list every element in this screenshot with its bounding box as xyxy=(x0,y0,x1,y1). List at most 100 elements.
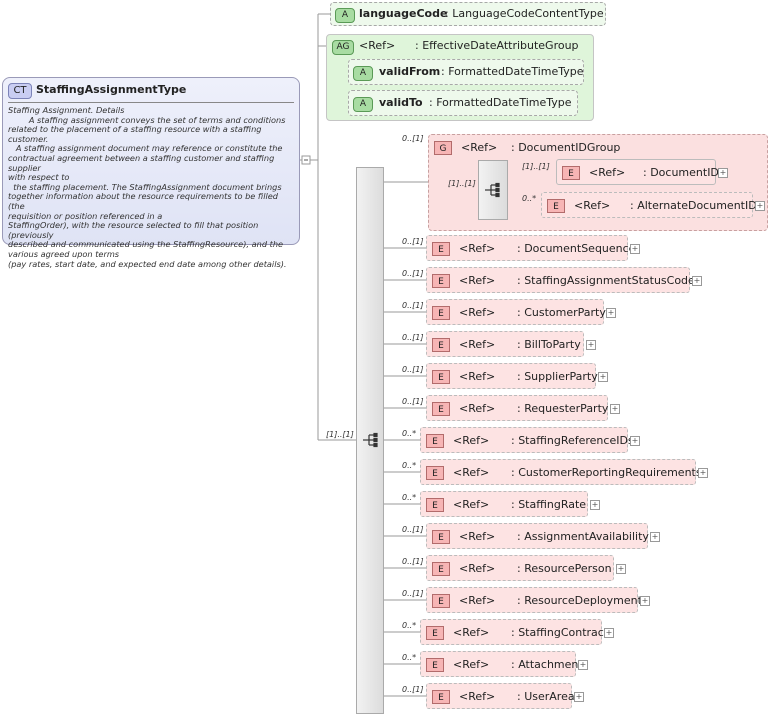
element-badge: E xyxy=(432,562,450,576)
plus-icon[interactable]: + xyxy=(616,564,626,574)
element-staffing-contract[interactable]: E<Ref>: StaffingContract xyxy=(420,619,608,645)
element-name: : StaffingRate xyxy=(511,498,587,511)
plus-icon[interactable]: + xyxy=(650,532,660,542)
sequence-compositor[interactable] xyxy=(356,167,384,714)
element-cardinality: 0..[1] xyxy=(402,397,424,406)
element-ref: <Ref> xyxy=(574,199,611,212)
plus-icon[interactable]: + xyxy=(590,500,600,510)
element-assignment-availability[interactable]: E <Ref> : AssignmentAvailability xyxy=(426,523,649,549)
plus-icon[interactable]: + xyxy=(604,628,614,638)
element-cardinality: 0..[1] xyxy=(402,269,424,278)
element-ref: <Ref> xyxy=(459,594,496,607)
element-staffing-reference-ids[interactable]: E<Ref>: StaffingReferenceIDs xyxy=(420,427,634,453)
element-cardinality: 0..[1] xyxy=(402,333,424,342)
plus-icon[interactable]: + xyxy=(640,596,650,606)
element-customer-party[interactable]: E<Ref>: CustomerParty xyxy=(426,299,606,325)
element-badge: E xyxy=(432,338,450,352)
element-cardinality: 0..[1] xyxy=(402,365,424,374)
element-badge: E xyxy=(432,306,450,320)
element-ref: <Ref> xyxy=(459,562,496,575)
attribute-valid-from[interactable]: A validFrom : FormattedDateTimeType xyxy=(348,59,584,85)
element-ref: <Ref> xyxy=(459,370,496,383)
plus-icon[interactable]: + xyxy=(578,660,588,670)
element-ref: <Ref> xyxy=(453,434,490,447)
plus-icon[interactable]: + xyxy=(630,244,640,254)
attribute-group-name: : EffectiveDateAttributeGroup xyxy=(415,39,579,52)
attribute-valid-to[interactable]: A validTo : FormattedDateTimeType xyxy=(348,90,578,116)
attribute-group-badge: AG xyxy=(332,40,354,55)
element-name: : CustomerReportingRequirements xyxy=(511,466,702,479)
attribute-name: validTo xyxy=(379,96,423,109)
element-requester-party[interactable]: E<Ref>: RequesterParty xyxy=(426,395,608,421)
element-resource-person[interactable]: E<Ref>: ResourcePerson xyxy=(426,555,614,581)
element-cardinality: 0..* xyxy=(402,621,417,630)
element-cardinality: 0..[1] xyxy=(402,685,424,694)
plus-icon[interactable]: + xyxy=(718,168,728,178)
element-cardinality: 0..[1] xyxy=(402,301,424,310)
element-name: : DocumentSequence xyxy=(517,242,636,255)
element-name: : StaffingAssignmentStatusCode xyxy=(517,274,695,287)
element-name: : BillToParty xyxy=(517,338,581,351)
plus-icon[interactable]: + xyxy=(574,692,584,702)
element-badge: E xyxy=(432,530,450,544)
element-ref: <Ref> xyxy=(459,274,496,287)
attribute-type: : FormattedDateTimeType xyxy=(441,65,584,78)
plus-icon[interactable]: + xyxy=(606,308,616,318)
element-ref: <Ref> xyxy=(453,498,490,511)
sequence-icon xyxy=(485,182,500,198)
element-cardinality: [1]..[1] xyxy=(522,162,550,171)
element-supplier-party[interactable]: E<Ref>: SupplierParty xyxy=(426,363,598,389)
element-badge: E xyxy=(426,626,444,640)
element-staffing-assignment-status-code[interactable]: E <Ref> : StaffingAssignmentStatusCode xyxy=(426,267,695,293)
plus-icon[interactable]: + xyxy=(698,468,708,478)
element-attachment[interactable]: E<Ref>: Attachment xyxy=(420,651,583,677)
plus-icon[interactable]: + xyxy=(610,404,620,414)
choice-cardinality: [1]..[1] xyxy=(448,179,476,188)
attribute-badge: A xyxy=(353,66,373,81)
element-badge: E xyxy=(426,658,444,672)
plus-icon[interactable]: + xyxy=(755,201,765,211)
plus-icon[interactable]: + xyxy=(630,436,640,446)
element-badge: E xyxy=(432,242,450,256)
group-name: : DocumentIDGroup xyxy=(511,141,621,154)
element-ref: <Ref> xyxy=(453,626,490,639)
element-document-id[interactable]: E <Ref> : DocumentID xyxy=(556,159,719,185)
attribute-language-code[interactable]: A languageCode : LanguageCodeContentType xyxy=(330,2,606,26)
element-name: : Attachment xyxy=(511,658,583,671)
element-ref: <Ref> xyxy=(459,242,496,255)
element-cardinality: 0..* xyxy=(522,194,537,203)
element-alternate-document-id[interactable]: E <Ref> : AlternateDocumentID xyxy=(541,192,757,218)
element-cardinality: 0..* xyxy=(402,493,417,502)
element-badge: E xyxy=(432,274,450,288)
plus-icon[interactable]: + xyxy=(598,372,608,382)
element-cardinality: 0..* xyxy=(402,461,417,470)
element-badge: E xyxy=(432,690,450,704)
element-name: : AssignmentAvailability xyxy=(517,530,649,543)
group-cardinality: 0..[1] xyxy=(402,134,424,143)
element-ref: <Ref> xyxy=(459,402,496,415)
element-name: : UserArea xyxy=(517,690,575,703)
plus-icon[interactable]: + xyxy=(692,276,702,286)
attribute-name: languageCode xyxy=(359,7,448,20)
sequence-cardinality: [1]..[1] xyxy=(326,430,354,439)
attribute-badge: A xyxy=(353,97,373,112)
element-user-area[interactable]: E<Ref>: UserArea xyxy=(426,683,575,709)
element-ref: <Ref> xyxy=(459,530,496,543)
complex-type-box: CT StaffingAssignmentType Staffing Assig… xyxy=(2,77,300,268)
plus-icon[interactable]: + xyxy=(586,340,596,350)
element-customer-reporting-requirements[interactable]: E<Ref>: CustomerReportingRequirements xyxy=(420,459,702,485)
element-ref: <Ref> xyxy=(453,466,490,479)
group-badge: G xyxy=(434,141,452,155)
element-name: : ResourceDeployment xyxy=(517,594,642,607)
element-badge: E xyxy=(426,498,444,512)
attribute-type: : LanguageCodeContentType xyxy=(445,7,604,20)
element-resource-deployment[interactable]: E<Ref>: ResourceDeployment xyxy=(426,587,642,613)
element-name: : AlternateDocumentID xyxy=(630,199,757,212)
complex-type-name: StaffingAssignmentType xyxy=(36,83,187,96)
element-staffing-rate[interactable]: E <Ref> : StaffingRate xyxy=(420,491,588,517)
element-ref: <Ref> xyxy=(589,166,626,179)
element-badge: E xyxy=(426,434,444,448)
attribute-badge: A xyxy=(335,8,355,23)
element-bill-to-party[interactable]: E<Ref>: BillToParty xyxy=(426,331,584,357)
element-document-sequence[interactable]: E <Ref> : DocumentSequence xyxy=(426,235,635,261)
